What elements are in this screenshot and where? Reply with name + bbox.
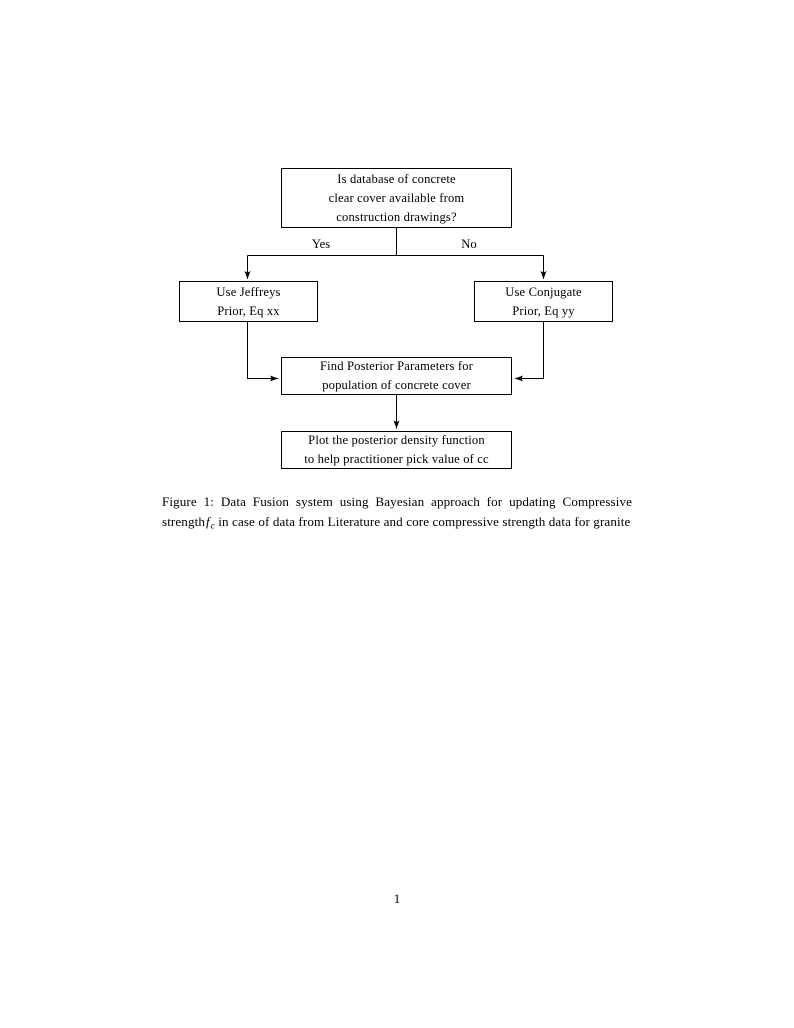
figure-caption-symbol: f — [205, 513, 210, 529]
flow-node-jeffreys-prior: Use Jeffreys Prior, Eq xx — [179, 281, 318, 322]
flow-node-posterior-line-1: Find Posterior Parameters for — [320, 359, 473, 373]
flow-node-question: Is database of concrete clear cover avai… — [281, 168, 512, 228]
flow-node-question-line-3: construction drawings? — [336, 209, 457, 224]
edge-jeffreys-to-posterior — [247, 322, 278, 382]
flow-node-conjugate-prior: Use Conjugate Prior, Eq yy — [474, 281, 613, 322]
flow-node-plot-line-2: to help practitioner pick value of cc — [304, 452, 489, 466]
flow-node-question-line-2: clear cover available from — [328, 190, 465, 205]
flow-node-plot-posterior-density: Plot the posterior density function to h… — [281, 431, 512, 469]
figure-1: Is database of concrete clear cover avai… — [0, 0, 794, 490]
edge-conjugate-to-posterior — [515, 322, 544, 382]
flow-node-question-line-1: Is database of concrete — [337, 171, 456, 186]
flowchart-connectors — [244, 228, 547, 429]
flow-node-find-posterior-parameters: Find Posterior Parameters for population… — [281, 357, 512, 395]
figure-caption-text-before: Data Fusion system using Bayesian approa… — [162, 494, 633, 529]
figure-caption-symbol-subscript: c — [210, 520, 215, 531]
edge-label-yes: Yes — [311, 237, 331, 251]
flow-node-jeffreys-line-2: Prior, Eq xx — [217, 303, 280, 318]
flow-node-conjugate-line-2: Prior, Eq yy — [512, 303, 575, 318]
flow-node-jeffreys-line-1: Use Jeffreys — [216, 284, 281, 299]
figure-caption-label: Figure 1: — [162, 494, 215, 509]
flow-node-conjugate-line-1: Use Conjugate — [505, 284, 582, 299]
edge-label-no: No — [461, 237, 477, 251]
flow-node-plot-line-1: Plot the posterior density function — [308, 433, 485, 447]
figure-caption: Figure 1: Data Fusion system using Bayes… — [162, 492, 632, 537]
flow-node-posterior-line-2: population of concrete cover — [322, 378, 471, 392]
page-number: 1 — [393, 891, 401, 906]
figure-caption-text-after: in case of data from Literature and core… — [218, 513, 631, 529]
